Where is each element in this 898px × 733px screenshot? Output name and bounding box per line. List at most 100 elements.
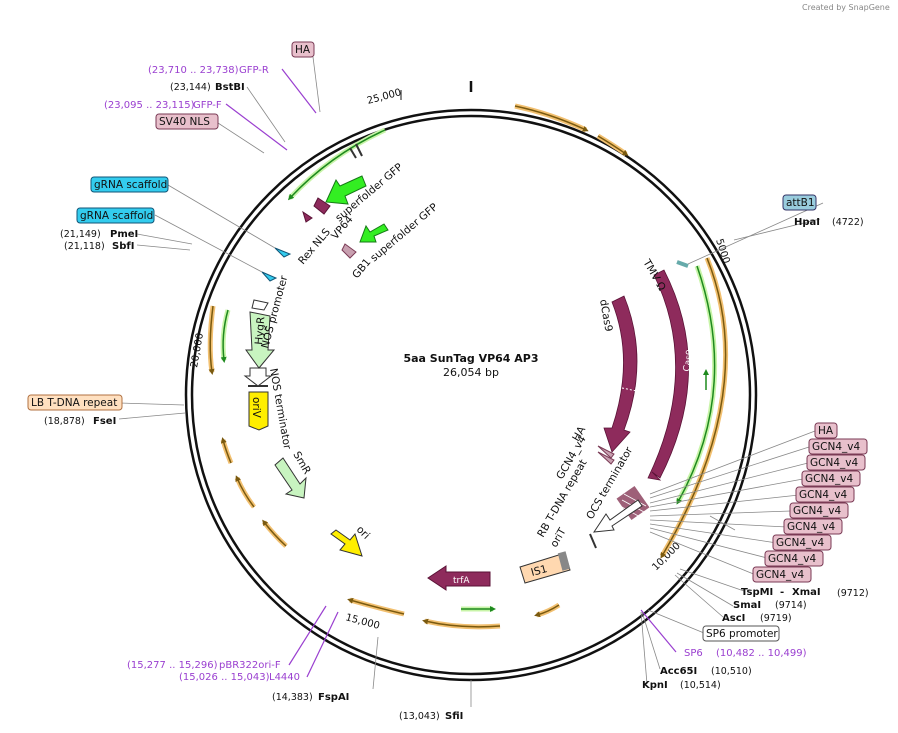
- hygr-arrow: [245, 311, 276, 369]
- vp64-mark: [313, 197, 331, 215]
- asci-pos: (9719): [760, 613, 792, 624]
- sfii-name: SfiI: [445, 711, 463, 722]
- green-arc-left-line: [220, 309, 229, 363]
- gb1-label: GB1: [350, 256, 373, 281]
- pbr-name: pBR322ori-F: [219, 660, 281, 671]
- gcn-label-3: GCN4_v4: [805, 473, 853, 485]
- is1-box: [519, 552, 571, 584]
- hpai-pos: (4722): [832, 217, 864, 228]
- smai-name: SmaI: [733, 600, 761, 611]
- oriv-box: [248, 391, 269, 431]
- gcn-label-9: GCN4_v4: [756, 569, 804, 581]
- primer-labels: (23,710 .. 23,738) GFP-R (23,095 .. 23,1…: [104, 65, 807, 683]
- fsei-name: FseI: [93, 416, 116, 427]
- plasmid-size: 26,054 bp: [443, 366, 499, 379]
- gcn-label-1: GCN4_v4: [812, 441, 860, 453]
- acc65i-pos: (10,510): [711, 666, 752, 677]
- dcas9-label: dCas9: [597, 298, 614, 332]
- gcn-box-5: [789, 502, 849, 519]
- gfp-arrow-1: [325, 175, 367, 205]
- sp6-promoter-box: [702, 625, 780, 642]
- gcn-box-6: [783, 518, 843, 535]
- l4440-name: L4440: [269, 672, 300, 683]
- ha-right-box: [814, 422, 838, 439]
- tick-15000: 15,000: [344, 612, 381, 632]
- sp6-range: (10,482 .. 10,499): [716, 648, 807, 659]
- grna-mark-2: [261, 271, 278, 282]
- sbfi-name: SbfI: [112, 241, 134, 252]
- pmei-pos: (21,149): [60, 229, 101, 240]
- gcn-box-9: [752, 566, 812, 583]
- hpai-name: HpaI: [794, 217, 820, 228]
- kpni-name: KpnI: [642, 680, 668, 691]
- trfa-arrow: [427, 565, 491, 591]
- gcn-inner-mark: [597, 451, 615, 465]
- cas9-label: Cas9: [682, 349, 696, 373]
- grna1-label: gRNA scaffold: [94, 179, 167, 191]
- oriv-label: oriV: [250, 397, 262, 419]
- dcas9-arrow: [603, 295, 638, 453]
- backbone-outer-ring: [184, 108, 758, 682]
- pmei-name: PmeI: [110, 229, 138, 240]
- sfii-pos: (13,043): [399, 711, 440, 722]
- fspai-name: FspAI: [318, 692, 349, 703]
- sbfi-pos: (21,118): [64, 241, 105, 252]
- orf-arc-left-2-line: [235, 475, 255, 508]
- gcn-label-5: GCN4_v4: [793, 505, 841, 517]
- smai-pos: (9714): [775, 600, 807, 611]
- ha-right-label: HA: [818, 425, 834, 437]
- ha-top-box: [291, 41, 315, 58]
- sv40-label: SV40 NLS: [159, 116, 210, 128]
- ori-arrow: [330, 529, 363, 557]
- plasmid-name: 5aa SunTag VP64 AP3: [403, 352, 538, 365]
- gcn-label-8: GCN4_v4: [768, 553, 816, 565]
- orf-arc-bottom-2-line: [422, 618, 501, 628]
- backbone-inner-ring: [190, 114, 752, 676]
- gcn-box-4: [795, 486, 855, 503]
- nos-terminator-label: NOS terminator: [267, 367, 293, 450]
- grna2-box: [76, 207, 155, 224]
- fspai-pos: (14,383): [272, 692, 313, 703]
- asci-name: AscI: [722, 613, 745, 624]
- trfa-label: trfA: [453, 576, 470, 586]
- orf-arcs: [207, 103, 729, 630]
- boxed-labels: HA SV40 NLS gRNA scaffold gRNA scaffold …: [27, 41, 868, 642]
- enzyme-labels: (23,144) BstBI (21,149) PmeI (21,118) Sb…: [44, 82, 869, 722]
- rb-mark: [589, 533, 597, 549]
- is1-label: IS1: [530, 563, 549, 579]
- nos-promoter-label: NOS promoter: [259, 274, 290, 350]
- ha-top-label: HA: [295, 44, 311, 56]
- lb-box: [27, 394, 123, 411]
- gcn-box-7: [772, 534, 832, 551]
- gcn-label-7: GCN4_v4: [776, 537, 824, 549]
- gcn-box-8: [764, 550, 824, 567]
- sp6-name: SP6: [684, 648, 703, 659]
- watermark: Created by SnapGene: [802, 3, 890, 12]
- rex-nls-mark: [302, 210, 313, 223]
- sv40-box: [155, 113, 219, 130]
- gcn-box-2: [806, 454, 866, 471]
- l4440-range: (15,026 .. 15,043): [179, 672, 270, 683]
- attb1-label: attB1: [786, 197, 815, 209]
- gcn-box-3: [801, 470, 861, 487]
- bstbi-pos: (23,144): [170, 82, 211, 93]
- attb1-mark: [676, 260, 689, 268]
- gfpr-range: (23,710 .. 23,738): [148, 65, 239, 76]
- smr-label: SmR: [290, 450, 312, 477]
- gfp-arrow-2: [359, 223, 389, 243]
- vp64-label: VP64: [329, 213, 356, 242]
- orf-arc-bottom-3-line: [347, 597, 405, 615]
- ocs-terminator-arrow: [592, 499, 643, 533]
- tspmi-pos: (9712): [837, 588, 869, 599]
- leader-lines: [118, 56, 824, 707]
- gfpr-name: GFP-R: [239, 65, 269, 76]
- gfpf-name: GFP-F: [193, 100, 222, 111]
- tspmi-name: TspMI: [741, 587, 773, 598]
- ha-inner-mark: [597, 445, 615, 459]
- grna1-box: [90, 176, 169, 193]
- gcn-label-6: GCN4_v4: [787, 521, 835, 533]
- grna-mark-1: [274, 247, 292, 258]
- vp64-tick-2: [349, 147, 357, 159]
- orf-arc-bottom-1-line: [534, 604, 560, 618]
- is1-cap: [557, 551, 571, 571]
